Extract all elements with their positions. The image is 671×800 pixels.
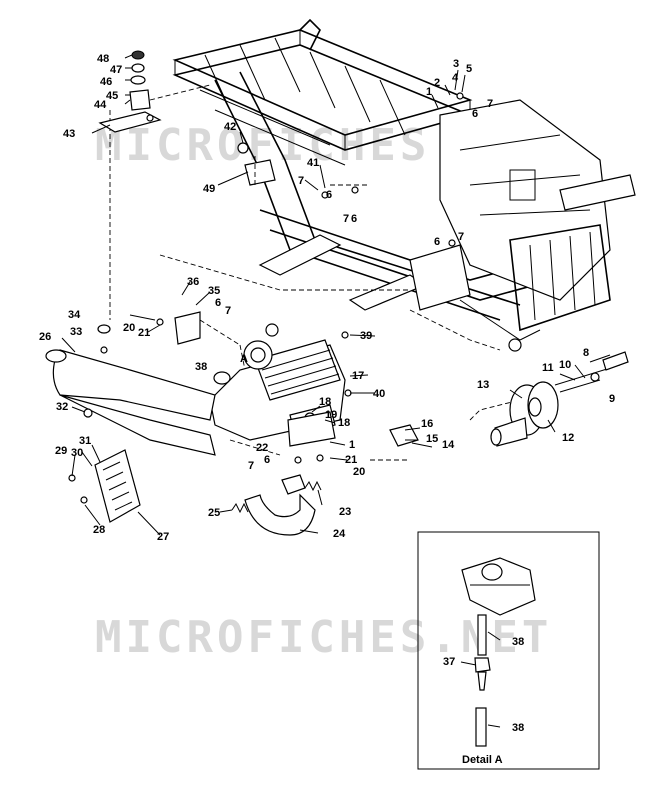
callout-44: 44 xyxy=(94,99,107,111)
callout-9: 9 xyxy=(609,393,615,405)
callout-34: 34 xyxy=(68,309,81,321)
callout-26: 26 xyxy=(39,331,51,343)
callout-7: 7 xyxy=(225,305,231,317)
callout-6: 6 xyxy=(264,454,270,466)
hardware xyxy=(68,92,629,504)
callout-41: 41 xyxy=(307,157,319,169)
assembly-dash-lines xyxy=(109,84,521,461)
callout-30: 30 xyxy=(71,447,83,459)
callout-32: 32 xyxy=(56,401,68,413)
callout-45: 45 xyxy=(106,90,118,102)
callout-21: 21 xyxy=(345,454,357,466)
callout-18: 18 xyxy=(338,417,350,429)
callout-18: 18 xyxy=(319,396,331,408)
callout-14: 14 xyxy=(442,439,455,451)
callout-38: 38 xyxy=(512,636,524,648)
drive-pulley xyxy=(490,381,559,447)
callout-19: 19 xyxy=(325,409,337,421)
callout-11: 11 xyxy=(542,362,554,374)
callout-numbers: 48 47 46 45 44 43 42 49 1 2 3 4 5 6 7 41… xyxy=(39,53,615,734)
callout-6: 6 xyxy=(434,236,440,248)
frame-assembly xyxy=(172,18,636,352)
callout-13: 13 xyxy=(477,379,489,391)
callout-29: 29 xyxy=(55,445,67,457)
callout-3: 3 xyxy=(453,58,459,70)
callout-42: 42 xyxy=(224,121,236,133)
exhaust-system xyxy=(45,349,322,536)
callout-46: 46 xyxy=(100,76,112,88)
callout-28: 28 xyxy=(93,524,105,536)
engine-mount-stack xyxy=(97,50,162,354)
callout-35: 35 xyxy=(208,285,220,297)
callout-40: 40 xyxy=(373,388,385,400)
callout-5: 5 xyxy=(466,63,472,75)
callout-38: 38 xyxy=(512,722,524,734)
callout-36: 36 xyxy=(187,276,199,288)
callout-37: 37 xyxy=(443,656,455,668)
callout-7: 7 xyxy=(343,213,349,225)
callout-6: 6 xyxy=(472,108,478,120)
callout-31: 31 xyxy=(79,435,91,447)
callout-25: 25 xyxy=(208,507,220,519)
callout-24: 24 xyxy=(333,528,346,540)
callout-4: 4 xyxy=(452,72,459,84)
callout-6: 6 xyxy=(215,297,221,309)
callout-22: 22 xyxy=(256,442,268,454)
callout-43: 43 xyxy=(63,128,75,140)
callout-48: 48 xyxy=(97,53,109,65)
callout-39: 39 xyxy=(360,330,372,342)
watermark-bottom: MICROFICHES.NET xyxy=(95,612,552,663)
callout-7: 7 xyxy=(248,460,254,472)
callout-27: 27 xyxy=(157,531,169,543)
callout-1: 1 xyxy=(349,439,355,451)
callout-7: 7 xyxy=(458,231,464,243)
callout-16: 16 xyxy=(421,418,433,430)
callout-A: A xyxy=(240,353,248,365)
heat-shield xyxy=(94,449,141,523)
callout-6: 6 xyxy=(326,189,332,201)
callout-20: 20 xyxy=(123,322,135,334)
callout-49: 49 xyxy=(203,183,215,195)
callout-47: 47 xyxy=(110,64,122,76)
callout-23: 23 xyxy=(339,506,351,518)
callout-15: 15 xyxy=(426,433,438,445)
callout-2: 2 xyxy=(434,77,440,89)
callout-38: 38 xyxy=(195,361,207,373)
callout-33: 33 xyxy=(70,326,82,338)
detail-a-title: Detail A xyxy=(462,754,503,766)
callout-7: 7 xyxy=(298,175,304,187)
detail-a-box: Detail A xyxy=(417,531,600,770)
callout-8: 8 xyxy=(583,347,589,359)
callout-12: 12 xyxy=(562,432,574,444)
callout-1: 1 xyxy=(426,86,432,98)
callout-21: 21 xyxy=(138,327,150,339)
callout-7: 7 xyxy=(487,98,493,110)
leader-lines xyxy=(61,54,611,728)
callout-20: 20 xyxy=(353,466,365,478)
callout-6: 6 xyxy=(351,213,357,225)
callout-10: 10 xyxy=(559,359,571,371)
callout-17: 17 xyxy=(352,370,364,382)
